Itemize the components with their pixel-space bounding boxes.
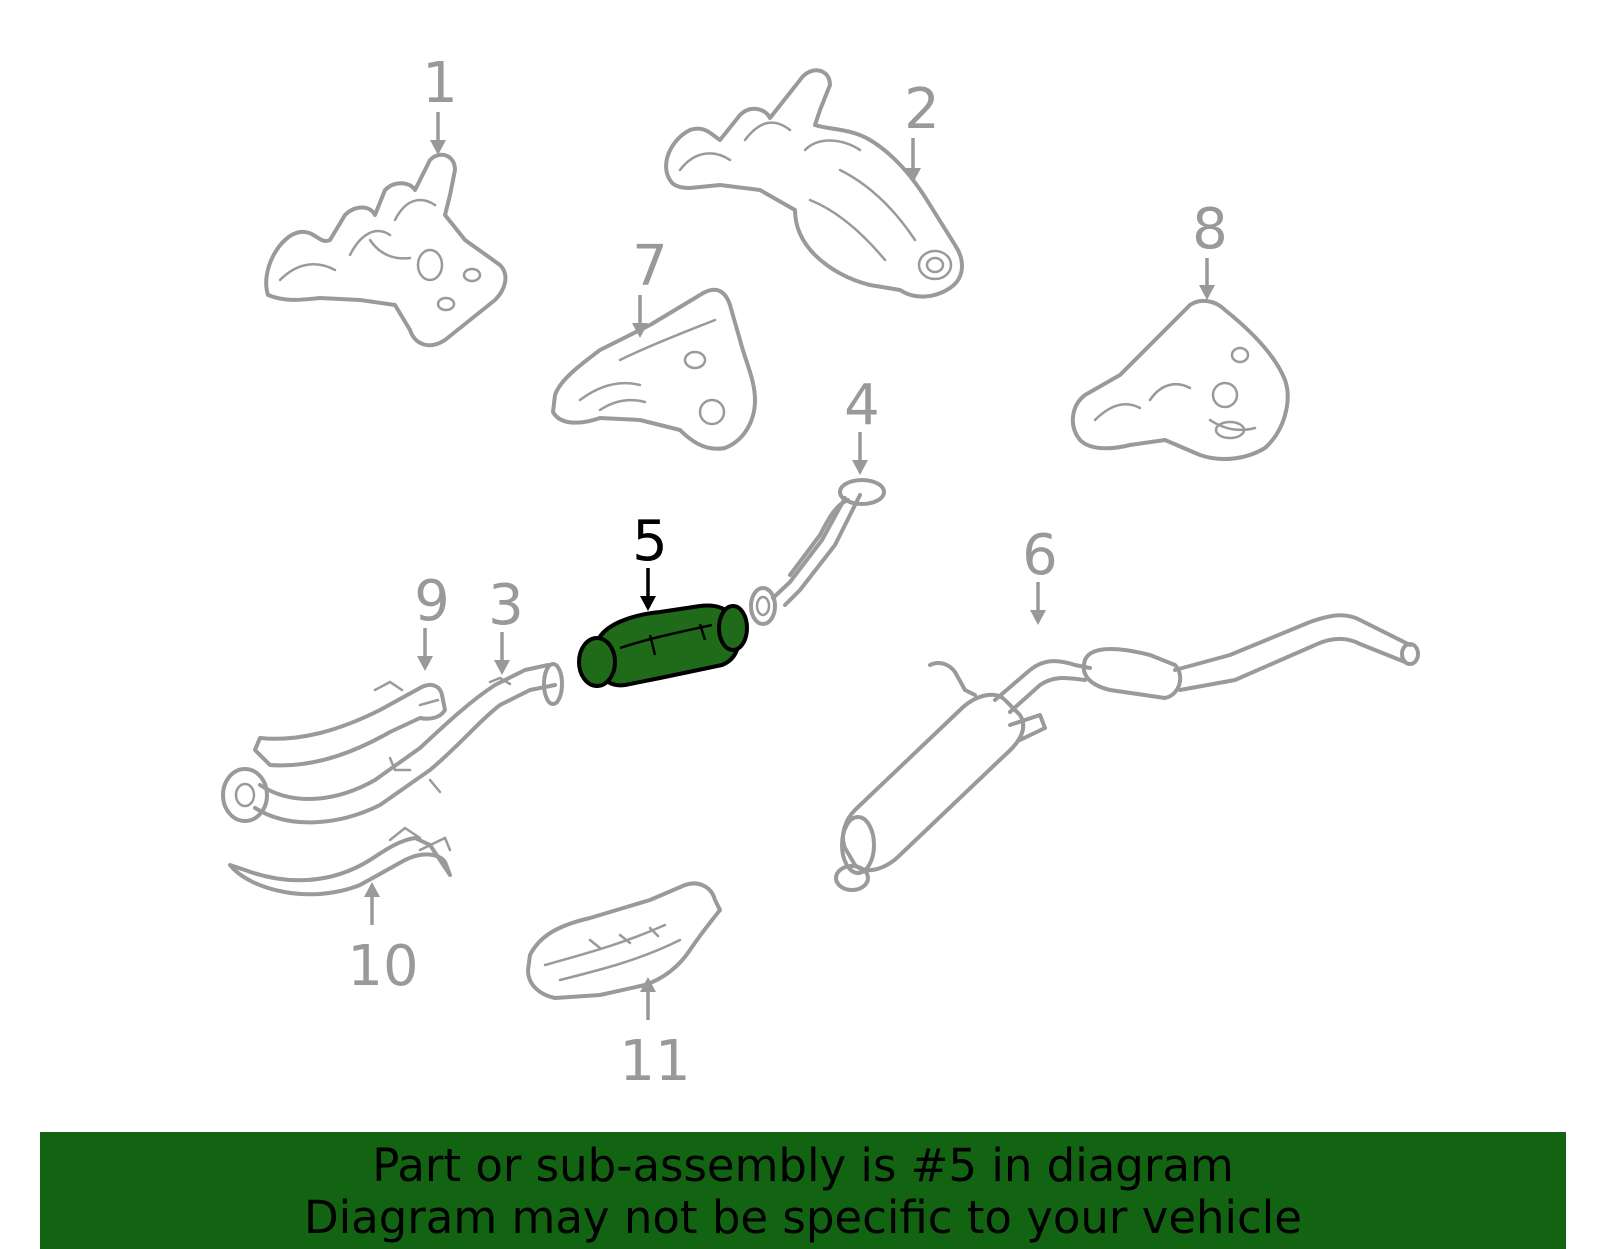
part-6-muffler-tailpipe[interactable] (834, 613, 1420, 892)
part-3-middle-pipe[interactable] (221, 662, 564, 825)
callout-7[interactable]: 7 (632, 234, 668, 299)
part-11-lower-heat-shield[interactable] (526, 881, 722, 1000)
part-9-pipe-bracket[interactable] (253, 680, 447, 768)
banner-line-part-number: Part or sub-assembly is #5 in diagram (372, 1139, 1234, 1192)
callout-labels: 1 2 3 4 5 6 7 8 9 10 11 (347, 51, 1227, 1094)
callout-11[interactable]: 11 (619, 1029, 690, 1094)
part-4-front-pipe[interactable] (749, 478, 886, 626)
callout-2[interactable]: 2 (904, 77, 940, 142)
callout-1[interactable]: 1 (422, 51, 458, 116)
info-banner: Part or sub-assembly is #5 in diagram Di… (40, 1132, 1566, 1249)
part-10-lower-bracket[interactable] (228, 826, 452, 897)
part-5-catalytic-converter[interactable] (577, 603, 749, 688)
part-7-heat-shield[interactable] (551, 287, 757, 451)
part-8-heat-shield[interactable] (1070, 298, 1290, 461)
callout-8[interactable]: 8 (1192, 197, 1228, 262)
callout-4[interactable]: 4 (844, 373, 880, 438)
callout-10[interactable]: 10 (347, 934, 418, 999)
callout-9[interactable]: 9 (414, 569, 450, 634)
banner-line-disclaimer: Diagram may not be specific to your vehi… (304, 1191, 1302, 1244)
callout-6[interactable]: 6 (1022, 523, 1058, 588)
callout-arrows (364, 112, 1215, 1020)
part-1-exhaust-manifold[interactable] (264, 152, 508, 348)
part-2-manifold-converter[interactable] (664, 68, 964, 299)
callout-5[interactable]: 5 (632, 509, 668, 574)
callout-3[interactable]: 3 (488, 573, 524, 638)
